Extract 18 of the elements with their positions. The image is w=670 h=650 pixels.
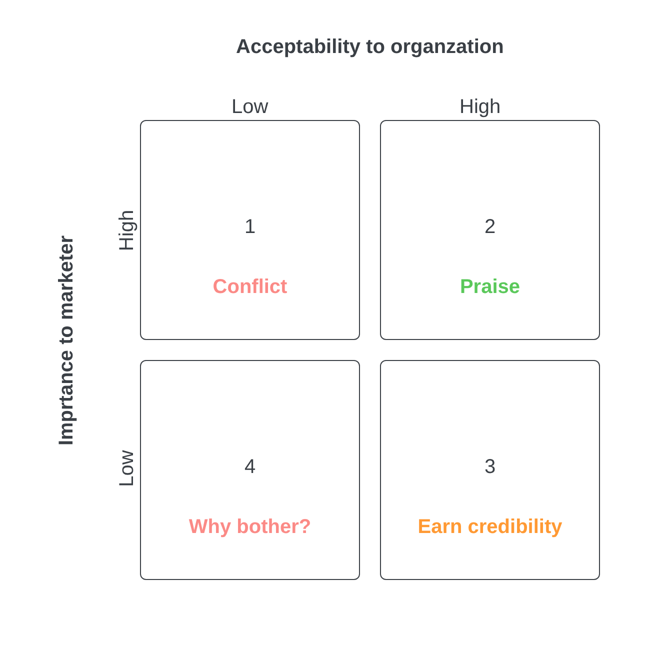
column-header: Low [232,96,268,118]
quadrant-number: 2 [484,216,496,239]
quadrant-box [380,360,600,580]
column-header: High [460,96,501,118]
quadrant-label: Earn credibility [418,516,562,539]
quadrant-box [140,360,360,580]
quadrant-number: 4 [244,456,256,479]
row-header: Low [115,450,138,486]
quadrant-label: Conflict [212,276,288,299]
quadrant-label: Praise [460,276,520,299]
quadrant-box [140,120,360,340]
quadrant-number: 1 [244,216,256,239]
axis-title: Acceptability to organzation [236,36,504,58]
quadrant-box [380,120,600,340]
quadrant-number: 3 [484,456,496,479]
quadrant-label: Why bother? [188,516,312,539]
axis-title: Imprtance to marketer [56,234,79,446]
row-header: High [116,209,139,251]
